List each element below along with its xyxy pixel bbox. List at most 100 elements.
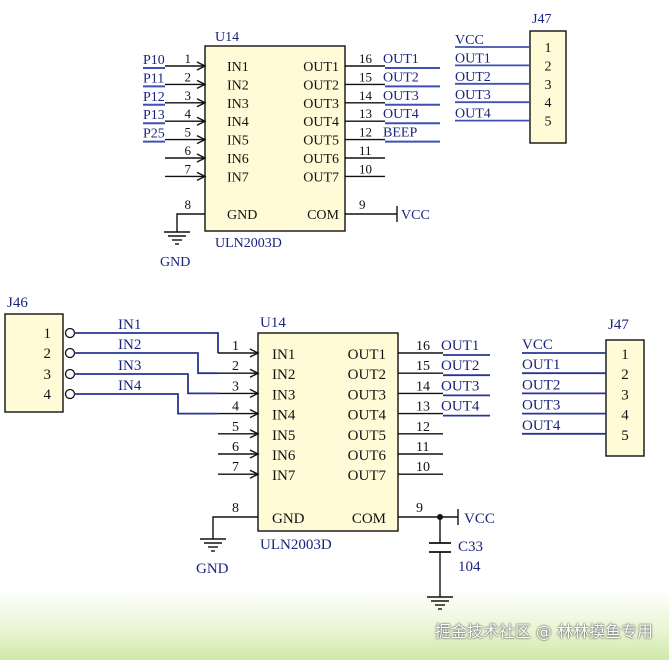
top-left-pin-name: IN5	[227, 134, 249, 149]
bottom-right-net-label: OUT1	[441, 338, 479, 354]
bottom-j47-pin-num: 3	[621, 387, 629, 403]
bottom-j47-body	[605, 339, 645, 457]
top-j47-ref: J47	[532, 12, 551, 27]
top-right-pin-num: 16	[359, 51, 373, 66]
bottom-gnd-pin-num: 8	[232, 501, 239, 516]
bottom-right-pin-name: OUT3	[348, 387, 386, 403]
top-j47-net-label: OUT3	[455, 88, 491, 103]
top-left-net-label: P12	[143, 90, 165, 105]
bottom-com-pin-num: 9	[416, 501, 423, 516]
bottom-left-pin-arrow	[249, 429, 260, 439]
bottom-left-pin-arrow	[249, 408, 260, 419]
top-right-pin-name: OUT3	[303, 97, 339, 112]
top-right-pin-name: OUT4	[303, 115, 339, 130]
top-left-net-label: P10	[143, 53, 165, 68]
top-right-pin-num: 13	[359, 106, 372, 121]
bottom-cap-ref: C33	[458, 539, 483, 555]
top-left-pin-num: 6	[185, 143, 192, 158]
bottom-left-pin-arrow	[249, 368, 260, 378]
top-j47-net-label: OUT4	[455, 107, 491, 122]
top-left-pin-num: 5	[185, 125, 192, 140]
bottom-left-pin-name: IN6	[272, 448, 296, 464]
top-gnd-pin-num: 8	[185, 197, 192, 212]
bottom-in-wire	[74, 332, 219, 353]
bottom-chip-body	[257, 332, 399, 532]
bottom-gnd-wire	[212, 516, 258, 539]
bottom-j47-net-label: OUT1	[522, 357, 560, 373]
top-right-net-label: OUT2	[383, 70, 419, 85]
bottom-left-pin-name: IN7	[272, 468, 296, 484]
bottom-j47-pin-num: 5	[621, 428, 629, 444]
top-right-pin-name: OUT7	[303, 170, 339, 185]
bottom-j46-ref: J46	[7, 295, 28, 311]
bottom-j46-pin-circle	[64, 327, 76, 339]
bottom-gnd-pin-name: GND	[272, 511, 305, 527]
top-left-pin-name: IN7	[227, 170, 249, 185]
top-left-pin-arrow	[196, 98, 207, 108]
bottom-chip-ref: U14	[260, 315, 286, 331]
top-j47-net-label: OUT1	[455, 51, 491, 66]
bottom-j47-ref: J47	[608, 317, 629, 333]
top-gnd-label: GND	[160, 255, 190, 270]
bottom-j46-pin-circle	[64, 388, 76, 400]
bottom-in-net-label: IN1	[118, 317, 141, 333]
bottom-right-pin-num: 15	[416, 359, 430, 374]
top-j47-pin-num: 1	[545, 41, 552, 56]
bottom-j47-pin-num: 4	[621, 408, 629, 424]
top-chip-body	[204, 45, 346, 232]
bottom-left-pin-name: IN3	[272, 387, 295, 403]
bottom-com-pin-name: COM	[352, 511, 386, 527]
bottom-right-pin-num: 10	[416, 460, 430, 475]
bottom-right-pin-name: OUT6	[348, 448, 387, 464]
top-left-pin-arrow	[196, 134, 207, 145]
top-left-pin-num: 2	[185, 69, 192, 84]
bottom-right-net-label: OUT4	[441, 399, 480, 415]
top-right-pin-num: 15	[359, 69, 372, 84]
bottom-left-pin-arrow	[249, 388, 260, 399]
watermark-text: 掘金技术社区 @ 林林摸鱼专用	[434, 622, 653, 641]
top-right-net-label: OUT3	[383, 89, 419, 104]
bottom-left-pin-arrow	[249, 348, 260, 358]
top-right-pin-name: OUT2	[303, 78, 339, 93]
top-right-pin-name: OUT5	[303, 134, 339, 149]
top-left-pin-arrow	[196, 61, 207, 71]
top-com-pin-name: COM	[307, 208, 339, 223]
bottom-right-pin-num: 14	[416, 379, 430, 394]
top-left-pin-name: IN3	[227, 97, 249, 112]
bottom-left-pin-num: 7	[232, 460, 239, 475]
bottom-left-pin-name: IN4	[272, 408, 296, 424]
top-j47-net-label: VCC	[455, 33, 484, 48]
top-j47-pin-num: 2	[545, 59, 552, 74]
top-left-pin-arrow	[196, 116, 207, 126]
top-left-net-label: P11	[143, 71, 164, 86]
bottom-left-pin-num: 2	[232, 359, 239, 374]
top-left-pin-name: IN1	[227, 60, 249, 75]
top-left-pin-num: 4	[185, 106, 192, 121]
bottom-right-pin-name: OUT4	[348, 408, 387, 424]
bottom-chip-part: ULN2003D	[260, 537, 332, 553]
top-left-pin-num: 7	[185, 161, 192, 176]
bottom-j47-net-label: VCC	[522, 337, 553, 353]
top-gnd-wire	[176, 213, 205, 232]
top-left-pin-num: 1	[185, 51, 192, 66]
top-left-pin-name: IN6	[227, 152, 249, 167]
bottom-cap-value: 104	[458, 559, 481, 575]
top-j47-pin-num: 4	[545, 96, 552, 111]
top-com-pin-num: 9	[359, 197, 366, 212]
bottom-left-pin-num: 1	[232, 339, 239, 354]
top-left-pin-name: IN2	[227, 78, 249, 93]
bottom-j46-pin-num: 1	[44, 326, 52, 342]
bottom-j47-pin-num: 1	[621, 347, 629, 363]
bottom-right-pin-name: OUT7	[348, 468, 387, 484]
top-left-pin-name: IN4	[227, 115, 249, 130]
bottom-j46-pin-num: 3	[44, 367, 52, 383]
bottom-j46-pin-num: 4	[44, 387, 52, 403]
top-right-pin-num: 14	[359, 88, 373, 103]
bottom-j47-net-label: OUT4	[522, 418, 561, 434]
top-j47-pin-num: 3	[545, 78, 552, 93]
bottom-in-wire	[74, 352, 218, 375]
bottom-right-pin-name: OUT2	[348, 367, 386, 383]
top-right-net-label: BEEP	[383, 126, 417, 141]
bottom-right-net-label: OUT3	[441, 378, 479, 394]
